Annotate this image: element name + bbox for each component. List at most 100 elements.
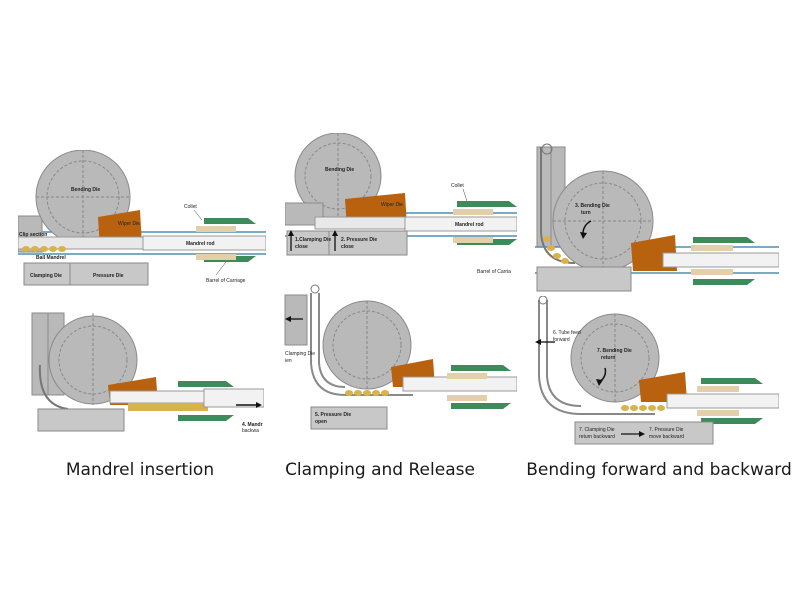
pressure-die-back-label-2: move backward [649, 434, 684, 440]
barrel-top [697, 386, 739, 392]
ball-mandrel [128, 403, 208, 411]
ball-mandrel [543, 236, 569, 264]
clamping-pressure-die [23, 262, 149, 286]
barrel-of-carriage-label: Barrel of Carriage [206, 278, 246, 284]
barrel-bottom [453, 237, 493, 243]
turn-arrow-head [580, 232, 587, 239]
collet-leader [462, 188, 468, 202]
mandrel-rod [662, 252, 779, 268]
tube-end [310, 284, 320, 294]
mandrel-rod-label: Mandrel rod [186, 241, 215, 247]
ball-mandrel [345, 390, 389, 396]
collet-top [457, 201, 517, 207]
bent-tube-inner [546, 300, 582, 407]
pressure-die-close-label: 2. Pressure Die [341, 237, 377, 243]
clamp-post [536, 146, 552, 248]
mandrel-rod [203, 388, 264, 408]
tube-feed-label-2: forward [553, 337, 570, 343]
bending-die-turn-label: 3. Bending Die [575, 203, 610, 209]
barrel-of-carriage-label: Barrel of Carria [477, 269, 511, 275]
pressure-die-open-label: 5. Pressure Die [315, 412, 351, 418]
collet-bottom [178, 415, 234, 421]
collet-bottom [693, 279, 755, 285]
pressure-die [328, 230, 408, 256]
barrel-top [453, 209, 493, 215]
tube-feed-label: 6. Tube feed [553, 330, 581, 336]
return-arrow-head [596, 379, 603, 386]
tube [314, 216, 416, 230]
die-centerline [580, 323, 650, 393]
clamping-die-return-label-2: return backward [579, 434, 615, 440]
mandrel-rod-label: Mandrel rod [455, 222, 484, 228]
wiper-die-label: Wiper Die [118, 221, 140, 227]
clamping-pressure-die [574, 421, 714, 445]
pressure-die-open-label-2: open [315, 419, 327, 425]
clamping-die-open-label: Clamping Die [285, 351, 315, 357]
pressure-die-label: Pressure Die [93, 273, 124, 279]
collet-bottom [701, 418, 763, 424]
clamp-block [285, 202, 324, 226]
tube-end [538, 296, 548, 305]
tube-end [541, 143, 553, 155]
feed-arrow-head [535, 339, 541, 345]
collet-top [204, 218, 256, 224]
caption-bending-forward-backward: Bending forward and backward [526, 460, 792, 480]
clamping-release-top-diagram: Bending Die Wiper Die Collet 1.Clamping … [285, 133, 517, 283]
bent-tube-outer [310, 293, 413, 396]
bent-tube-outer [538, 300, 655, 415]
bending-die-label: Bending Die [325, 167, 354, 173]
pressure-die [37, 408, 125, 432]
barrel-leader [215, 261, 227, 276]
bending-die-turn-label-2: turn [581, 210, 591, 216]
clamping-die [286, 230, 330, 256]
bent-tube [38, 364, 69, 410]
barrel-bottom [196, 254, 236, 260]
caption-clamping-and-release: Clamping and Release [285, 460, 475, 480]
clamping-die-close-label: 1.Clamping Die [295, 237, 331, 243]
mandrel-rod [402, 376, 517, 392]
clamping-die-return-label: 7. Clamping Die [579, 427, 615, 433]
close-arrow-head [332, 230, 338, 236]
clamping-release-bottom-diagram: Clamping Die ien 5. Pressure Die open [283, 283, 517, 433]
mandrel-rod [404, 216, 517, 232]
collet-top [178, 381, 234, 387]
collet-leader [193, 209, 203, 221]
pressure-die-back-label: 7. Pressure Die [649, 427, 684, 433]
collet-top [701, 378, 763, 384]
ball-mandrel [22, 246, 66, 252]
clamping-die-close-label-2: close [295, 244, 308, 250]
open-arrow-head [285, 316, 291, 322]
barrel-bottom [691, 269, 733, 275]
bent-tube [540, 147, 576, 264]
pressure-die [536, 266, 632, 292]
die-centerline [332, 310, 402, 380]
mandrel-backward-label-2: backwa [242, 428, 259, 433]
bending-die-label: Bending Die [71, 187, 100, 193]
clamping-die-label: Clamping Die [30, 273, 62, 279]
caption-mandrel-insertion: Mandrel insertion [65, 460, 215, 480]
clip-section-label: Clip section [19, 232, 47, 238]
mandrel-rod [666, 393, 779, 409]
bent-tube-inner [318, 293, 346, 388]
close-arrow-head [288, 230, 294, 236]
wiper-die-label: Wiper Die [381, 202, 403, 208]
mandrel-rod [142, 235, 266, 251]
clamping-die-open-label-2: ien [285, 358, 292, 364]
mandrel-backward-label: 4. Mandr [242, 422, 263, 428]
mandrel-insertion-bottom-diagram: 4. Mandr backwa [28, 305, 264, 433]
backward-arrow-head [639, 431, 645, 437]
ball-mandrel [621, 405, 665, 411]
bending-top-diagram: 3. Bending Die turn [535, 143, 779, 295]
barrel-bottom [697, 410, 739, 416]
backward-arrow-head [256, 402, 262, 408]
barrel-bottom [447, 395, 487, 401]
bending-die-return-label: 7. Bending Die [597, 348, 632, 354]
clamping-die-open [284, 294, 308, 346]
barrel-top [196, 226, 236, 232]
barrel-top [447, 373, 487, 379]
barrel-top [691, 245, 733, 251]
die-centerline [58, 325, 128, 395]
mandrel-insertion-top-diagram: Bending Die Wiper Die Collet Clip sectio… [18, 150, 266, 295]
bending-die-return-label-2: return [601, 355, 615, 361]
collet-top [693, 237, 755, 243]
